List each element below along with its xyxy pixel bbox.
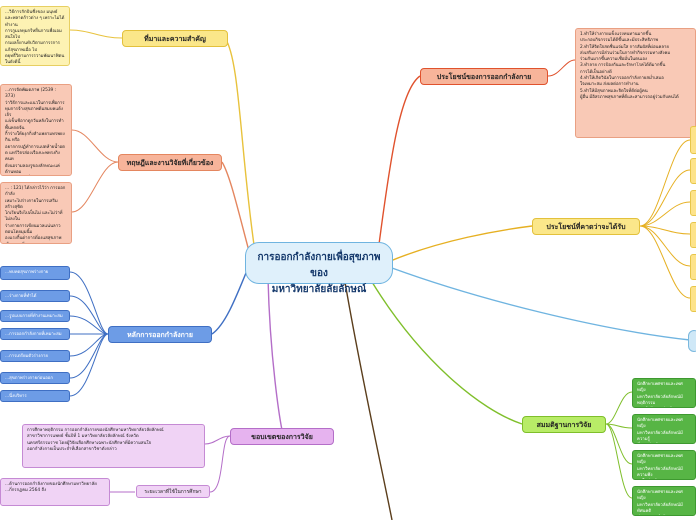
central-title-line1: การออกกำลังกายเพื่อสุขภาพของ (257, 252, 381, 279)
central-topic[interactable]: การออกกำลังกายเพื่อสุขภาพของ มหาวิทยาลัย… (245, 242, 393, 295)
topic-benefits[interactable]: ประโยชน์ของการออกกำลังกาย (420, 68, 548, 85)
principles-item[interactable]: ...รูปแบบกายที่ทำงานเหมาะสม (0, 310, 70, 322)
expected-item-1[interactable] (690, 126, 696, 154)
expected-item-4[interactable] (690, 222, 696, 248)
principles-item[interactable]: ...การเตรียมตัวร่างกาย (0, 350, 70, 362)
link-expected-6 (639, 225, 691, 299)
link-principles-3 (69, 315, 109, 335)
expected-item-5[interactable] (690, 254, 696, 280)
principles-item[interactable]: ...การออกกำลังกายที่เหมาะสม (0, 328, 70, 340)
link-hyp-3 (605, 423, 633, 465)
right-topic-offscreen[interactable] (688, 330, 696, 352)
topic-expected[interactable]: ประโยชน์ที่คาดว่าจะได้รับ (532, 218, 640, 235)
link-principles-5 (69, 333, 109, 357)
link-significance-sub (69, 29, 123, 39)
topic-hypothesis[interactable]: สมมติฐานการวิจัย (522, 416, 606, 433)
principles-item[interactable]: ...ร่างกายที่ทำได้ (0, 290, 70, 302)
principles-item[interactable]: ...ทบทดสุขภาพร่างกาย (0, 266, 70, 280)
expected-item-3[interactable] (690, 190, 696, 216)
link-expected-2 (639, 169, 691, 227)
link-hypothesis (371, 281, 523, 425)
link-expected-4 (639, 225, 691, 235)
link-benefits-sub (547, 59, 576, 77)
link-scope-1 (204, 435, 231, 445)
link-theory-sub1 (71, 129, 119, 163)
link-significance (224, 37, 256, 253)
hypothesis-item[interactable]: นักศึกษาเพศชายและเพศหญิง มหาวิทยาลัยวลัย… (632, 414, 696, 444)
scope-text-2[interactable]: ...ด้านการออกกำลังกายของนักศึกษามหาวิทยา… (0, 478, 110, 506)
topic-principles[interactable]: หลักการออกกำลังกาย (108, 326, 212, 343)
expected-item-6[interactable] (690, 286, 696, 312)
significance-text[interactable]: ...วิธีการกักบินซึ่งของ มนุษย์ และพลาดก้… (0, 6, 70, 66)
link-hyp-4 (605, 423, 633, 499)
link-scope-2 (209, 435, 231, 493)
link-expected (387, 225, 533, 263)
link-principles (211, 267, 249, 335)
topic-scope[interactable]: ขอบเขตของการวิจัย (230, 428, 334, 445)
expected-item-2[interactable] (690, 158, 696, 184)
benefits-text[interactable]: 1.ทำให้ร่างกายแข็งแรงทนทานมากขึ้น ประกอบ… (575, 28, 696, 138)
link-right-node (391, 267, 691, 341)
link-theory (221, 161, 251, 256)
central-title-line2: มหาวิทยาลัยลัยลักษณ์ (271, 284, 367, 295)
link-expected-3 (639, 201, 691, 227)
scope-period-label[interactable]: ระยะเวลาที่ใช้ในการศึกษา (136, 485, 210, 498)
theory-text-2[interactable]: ... : 121) ได้กล่าวไว้ว่า การออกกำลัง เห… (0, 182, 72, 244)
hypothesis-item[interactable]: นักศึกษาเพศชายและเพศหญิง มหาวิทยาลัยวลัย… (632, 378, 696, 408)
scope-text-1[interactable]: การศึกษาพฤติกรรม การออกกำลังกายของนักศึก… (22, 424, 205, 468)
link-expected-5 (639, 225, 691, 267)
link-principles-1 (69, 271, 109, 335)
hypothesis-item[interactable]: นักศึกษาเพศชายและเพศหญิง มหาวิทยาลัยวลัย… (632, 486, 696, 516)
topic-theory[interactable]: ทฤษฎีและงานวิจัยที่เกี่ยวข้อง (118, 154, 222, 171)
link-hyp-2 (605, 423, 633, 429)
link-bottom-branch (344, 281, 393, 520)
link-expected-1 (639, 139, 691, 227)
link-theory-sub2 (71, 161, 119, 213)
principles-item[interactable]: ...สุขภาพร่างกายก่อนออก (0, 372, 70, 384)
hypothesis-item[interactable]: นักศึกษาเพศชายและเพศหญิง มหาวิทยาลัยวลัย… (632, 450, 696, 480)
link-principles-7 (69, 333, 109, 397)
principles-item[interactable]: ...นึ่งบริหาร (0, 390, 70, 402)
link-benefits (377, 75, 421, 253)
topic-significance[interactable]: ที่มาและความสำคัญ (122, 30, 228, 47)
theory-text-1[interactable]: ...การจัดพัฒดภาพ (2539 : 373) ว่าวิธีการ… (0, 84, 72, 176)
link-hyp-1 (605, 391, 633, 425)
link-scope (267, 277, 283, 431)
